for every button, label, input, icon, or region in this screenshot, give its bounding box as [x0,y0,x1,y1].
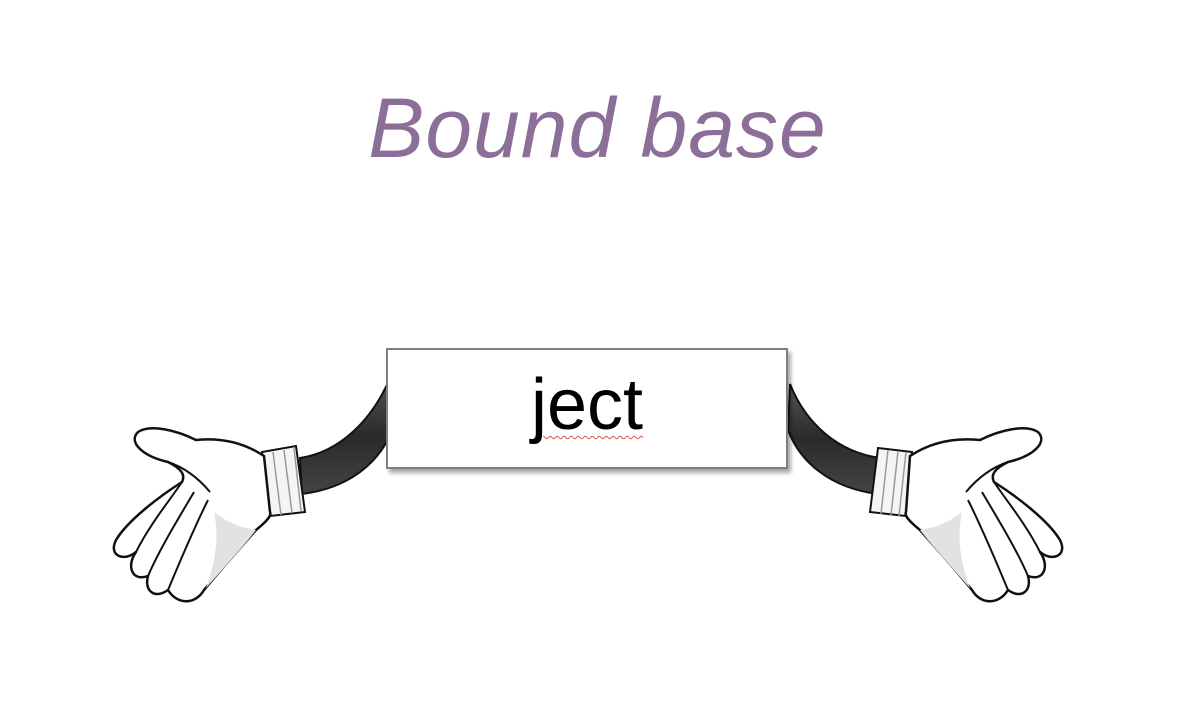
word-card: ject [386,348,788,469]
base-word: ject [530,365,644,445]
left-hand-icon [112,427,307,603]
slide-title: Bound base [368,81,827,175]
right-arm [786,383,882,496]
base-word-text: ject [388,362,786,448]
left-arm [298,377,394,496]
right-hand-icon [868,427,1064,603]
